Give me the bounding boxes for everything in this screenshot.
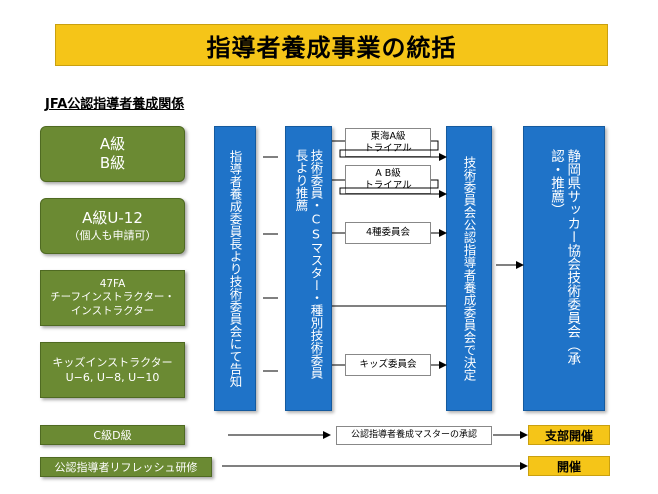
arrow-connector [339,179,447,198]
branch-hold-box: 支部開催 [528,425,610,445]
box-line: トライアル [364,179,412,191]
category-a-b: A級 B級 [40,126,185,182]
committee-report-box: 指導者養成委員長より技術委員会にて告知 [214,126,256,411]
category-line: A級U-12 [82,209,143,228]
category-refresh: 公認指導者リフレッシュ研修 [40,457,212,477]
category-a-u12: A級U-12 （個人も申請可） [40,198,185,254]
box-line: A B級 [375,167,401,179]
tokai-a-trial-box: 東海A級 トライアル [345,128,431,157]
arrow-connector [339,140,447,161]
category-line: チーフインストラクター・ [50,291,175,304]
decision-box: 技術委員会公認指導者養成委員会で決定 [446,126,492,411]
recommend-text: 技術委員・CSマスター・種別技術委員長より推薦 [293,148,324,379]
page-title: 指導者養成事業の統括 [55,24,608,66]
category-line: （個人も申請可） [68,228,157,242]
category-line: キッズインストラクター [52,355,173,369]
kids-committee-box: キッズ委員会 [345,354,431,376]
ab-trial-box: A B級 トライアル [345,165,431,194]
box-line: 4種委員会 [365,227,411,239]
box-line: 公認指導者養成マスターの承認 [350,429,477,440]
section-label: JFA公認指導者養成関係 [45,97,185,112]
box-line: キッズ委員会 [359,359,417,371]
decision-text: 技術委員会公認指導者養成委員会で決定 [461,156,477,381]
result-label: 開催 [556,459,581,474]
category-line: U−6, U−8, U−10 [65,371,160,384]
committee-report-text: 指導者養成委員長より技術委員会にて告知 [227,149,243,388]
category-line: 47FA [99,277,126,290]
category-line: C級D級 [93,429,132,442]
category-kids: キッズインストラクター U−6, U−8, U−10 [40,342,185,398]
recommend-box: 技術委員・CSマスター・種別技術委員長より推薦 [285,126,332,411]
category-line: インストラクター [70,304,155,317]
result-label: 支部開催 [544,428,593,443]
master-approval-box: 公認指導者養成マスターの承認 [336,426,492,445]
category-line: B級 [99,154,126,172]
category-47fa: 47FA チーフインストラクター・ インストラクター [40,270,185,326]
box-line: トライアル [364,142,412,154]
category-c-d: C級D級 [40,425,185,445]
four-types-committee-box: 4種委員会 [345,222,431,244]
prefecture-text: 静岡県サッカー協会技術委員会（承認・推薦） [548,148,581,365]
box-line: 東海A級 [370,130,406,142]
category-line: A級 [99,135,126,154]
category-line: 公認指導者リフレッシュ研修 [54,461,198,474]
hold-box: 開催 [528,456,610,476]
